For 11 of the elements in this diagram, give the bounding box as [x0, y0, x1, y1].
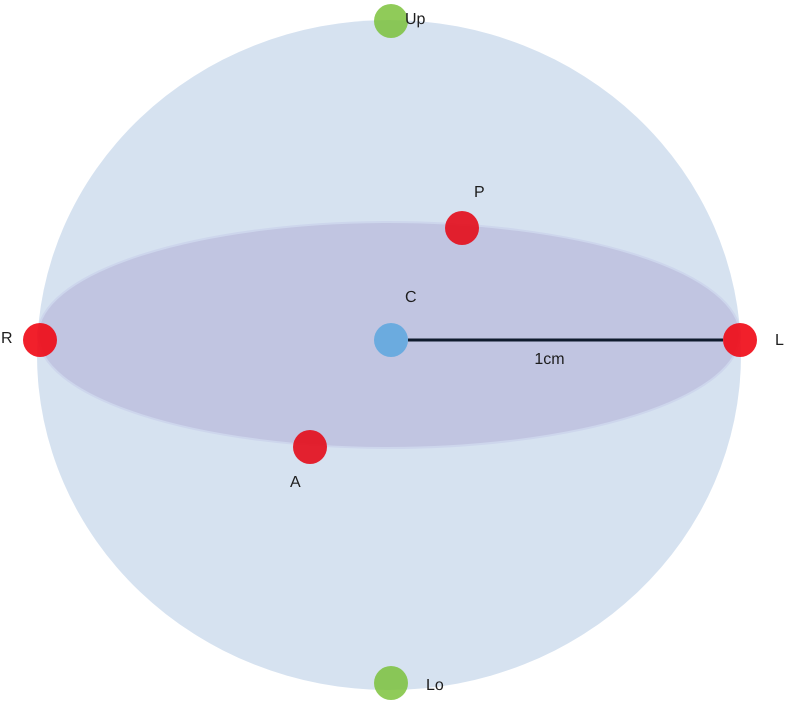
- edge-label: 1cm: [534, 351, 565, 369]
- point-label: R: [1, 330, 13, 348]
- point-label: A: [290, 474, 301, 492]
- point-dot: [23, 323, 57, 357]
- point-label: C: [405, 289, 417, 307]
- point-label: P: [474, 184, 485, 202]
- point-label: L: [775, 332, 784, 350]
- radius-line: [408, 338, 723, 342]
- point-label: Lo: [426, 677, 444, 695]
- point-dot: [374, 4, 408, 38]
- point-dot: [723, 323, 757, 357]
